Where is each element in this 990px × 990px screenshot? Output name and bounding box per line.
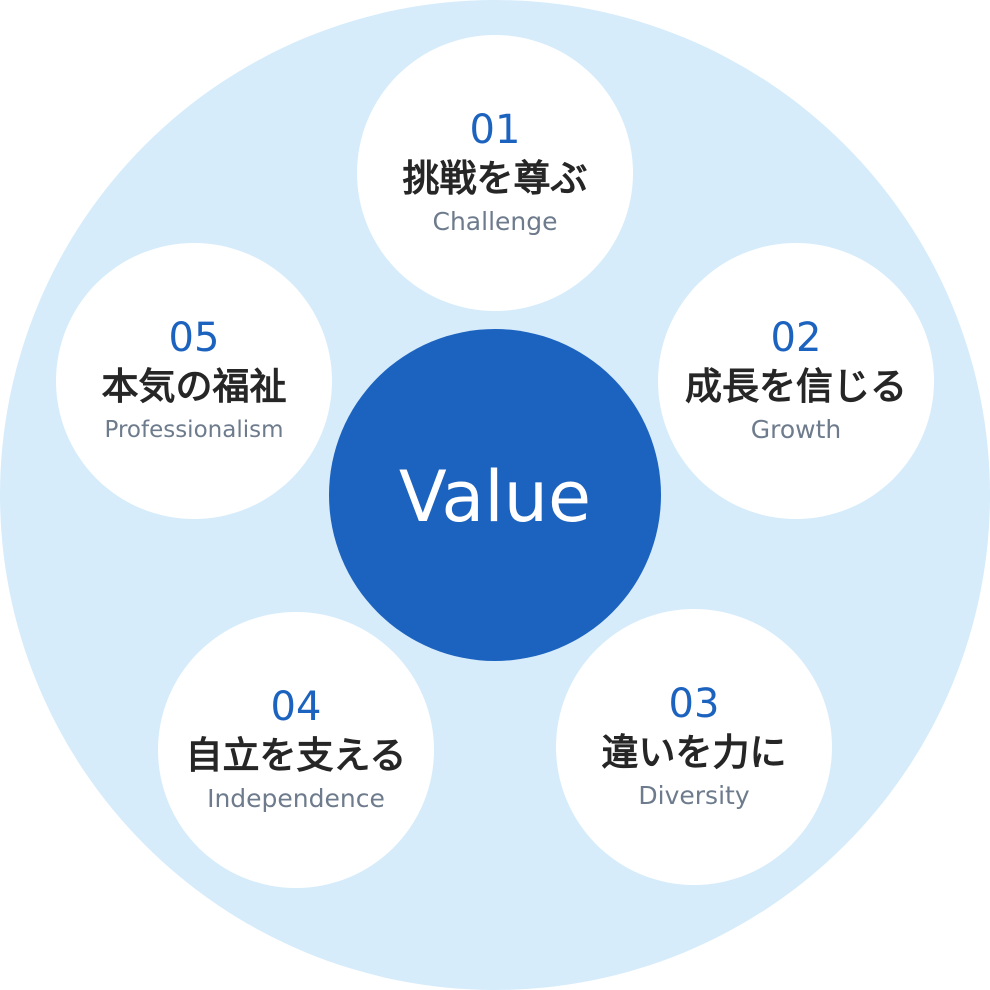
value-title: 本気の福祉 xyxy=(101,365,287,408)
value-title: 挑戦を尊ぶ xyxy=(402,157,588,200)
center-circle: Value xyxy=(329,329,661,661)
value-subtitle: Professionalism xyxy=(104,417,284,443)
value-title: 違いを力に xyxy=(601,731,787,774)
value-number: 02 xyxy=(770,315,822,361)
value-number: 04 xyxy=(270,684,322,730)
value-number: 05 xyxy=(168,315,220,361)
value-item-challenge: 01 挑戦を尊ぶ Challenge xyxy=(357,35,633,311)
value-item-growth: 02 成長を信じる Growth xyxy=(658,243,934,519)
center-label: Value xyxy=(398,456,592,538)
value-subtitle: Challenge xyxy=(432,207,558,236)
value-item-independence: 04 自立を支える Independence xyxy=(158,612,434,888)
value-item-diversity: 03 違いを力に Diversity xyxy=(556,609,832,885)
value-subtitle: Independence xyxy=(207,784,385,813)
value-title: 自立を支える xyxy=(185,734,407,777)
value-number: 03 xyxy=(668,681,720,727)
value-number: 01 xyxy=(469,107,521,153)
value-item-professionalism: 05 本気の福祉 Professionalism xyxy=(56,243,332,519)
value-subtitle: Diversity xyxy=(638,781,750,810)
value-title: 成長を信じる xyxy=(685,365,907,408)
value-subtitle: Growth xyxy=(750,415,842,444)
